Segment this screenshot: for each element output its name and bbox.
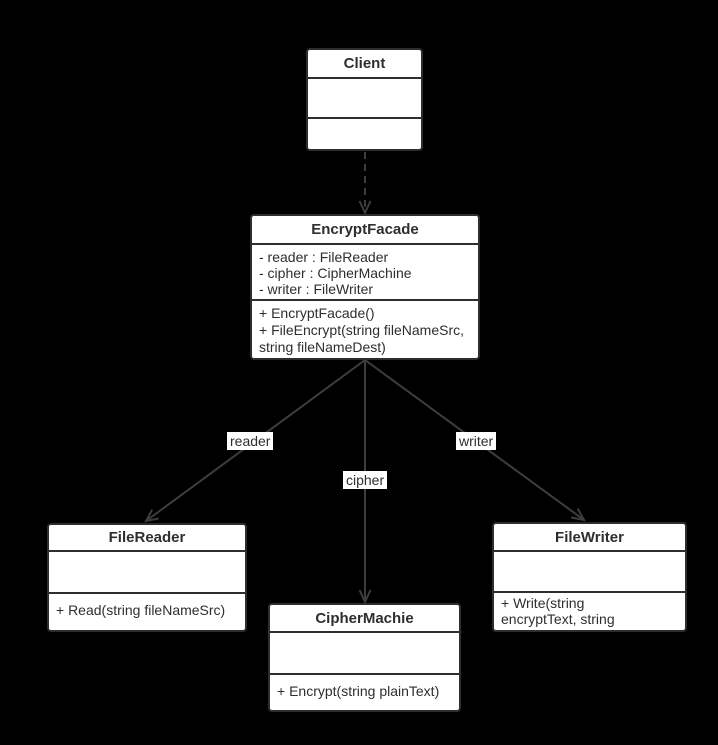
edge-label-cipher: cipher <box>343 471 388 489</box>
class-box-client: Client <box>306 48 423 151</box>
class-title: Client <box>343 55 386 72</box>
class-box-filewriter: FileWriter + Write(string encryptText, s… <box>492 522 687 632</box>
attribute-line: - cipher : CipherMachine <box>259 265 412 281</box>
class-attributes <box>49 550 245 592</box>
class-title: CipherMachie <box>315 609 414 627</box>
class-methods <box>308 117 421 149</box>
class-box-encryptfacade: EncryptFacade - reader : FileReader - ci… <box>250 214 480 360</box>
class-title: FileReader <box>108 529 186 546</box>
attribute-line: - writer : FileWriter <box>259 281 374 297</box>
attribute-line: - reader : FileReader <box>259 249 389 265</box>
open-arrowhead-icon <box>144 509 159 523</box>
class-title: FileWriter <box>555 528 624 546</box>
class-attributes: - reader : FileReader - cipher : CipherM… <box>252 243 478 299</box>
class-title: EncryptFacade <box>311 221 419 238</box>
method-line: + EncryptFacade() <box>259 305 375 321</box>
class-attributes <box>308 77 421 117</box>
class-methods: + Encrypt(string plainText) <box>270 673 459 710</box>
class-box-filereader: FileReader + Read(string fileNameSrc) <box>47 523 247 632</box>
class-box-ciphermachie: CipherMachie + Encrypt(string plainText) <box>268 603 461 712</box>
method-line: + Read(string fileNameSrc) <box>56 602 226 618</box>
class-methods: + EncryptFacade() + FileEncrypt(string f… <box>252 299 478 358</box>
edge-label-reader: reader <box>227 432 274 450</box>
edge-label-writer: writer <box>456 432 497 450</box>
open-arrowhead-icon <box>358 200 372 216</box>
class-methods: + Write(string encryptText, string fileN… <box>494 591 685 630</box>
class-attributes <box>270 631 459 673</box>
open-arrowhead-icon <box>571 508 586 522</box>
edge-client-encryptfacade <box>358 152 372 216</box>
class-attributes <box>494 550 685 591</box>
class-methods: + Read(string fileNameSrc) <box>49 592 245 630</box>
method-line: + FileEncrypt(string fileNameSrc, string… <box>259 322 465 355</box>
open-arrowhead-icon <box>358 589 372 605</box>
method-line: + Write(string encryptText, string fileN… <box>501 595 615 630</box>
method-line: + Encrypt(string plainText) <box>277 683 440 699</box>
